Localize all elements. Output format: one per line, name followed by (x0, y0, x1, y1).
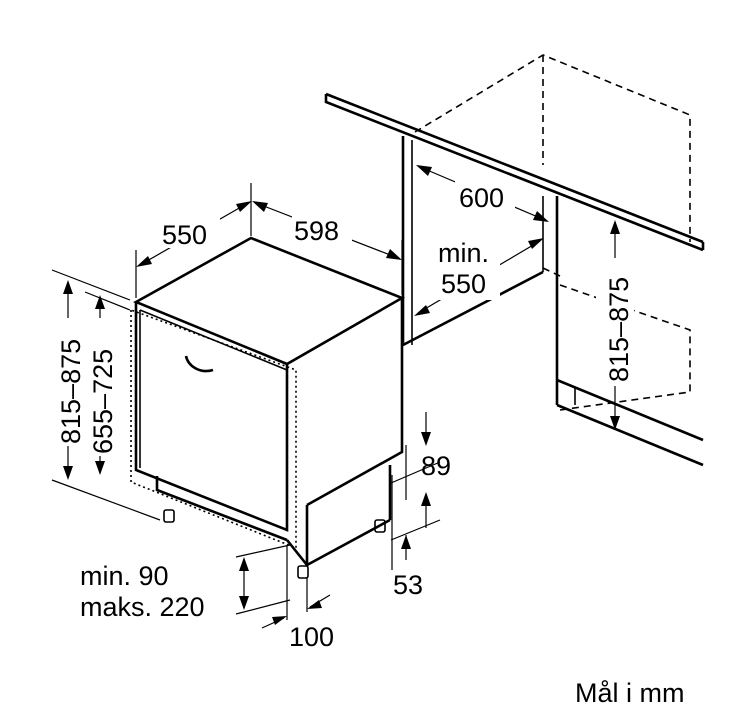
depth-label: 550 (162, 220, 207, 250)
niche-width-label: 600 (459, 183, 504, 213)
foot-offset-label: 53 (393, 570, 423, 600)
units-note: Mål i mm (575, 678, 685, 708)
dishwasher-body (130, 236, 405, 579)
plinth-depth-label: 100 (289, 622, 334, 652)
niche-height-label: 815–875 (604, 277, 634, 382)
height-inner-label: 655–725 (88, 349, 118, 454)
plinth-height-label: 89 (421, 451, 451, 481)
plinth-gap-min-label: min. 90 (80, 561, 169, 591)
niche-height-dimension: 815–875 (596, 220, 634, 430)
niche-depth-label: 550 (441, 269, 486, 299)
niche-dashed-box (414, 54, 691, 411)
niche-min-label: min. (438, 238, 489, 268)
plinth-depth-dimension: 100 (261, 545, 334, 652)
width-label: 598 (294, 216, 339, 246)
plinth-gap-dimension: min. 90 maks. 220 (80, 544, 291, 622)
height-outer-label: 815–875 (56, 339, 86, 444)
width-dimension: 598 (252, 201, 403, 295)
worktop (324, 92, 705, 252)
plinth-height-dimension: 89 53 (390, 412, 451, 600)
niche-width-dimension: 600 (416, 165, 549, 222)
depth-dimension: 550 (135, 183, 252, 298)
plinth-gap-max-label: maks. 220 (80, 592, 205, 622)
right-cabinet (555, 196, 704, 467)
niche-depth-dimension: min. 550 (414, 238, 544, 316)
height-dimension-outer: 815–875 (50, 269, 161, 521)
height-dimension-inner: 655–725 (84, 291, 131, 475)
